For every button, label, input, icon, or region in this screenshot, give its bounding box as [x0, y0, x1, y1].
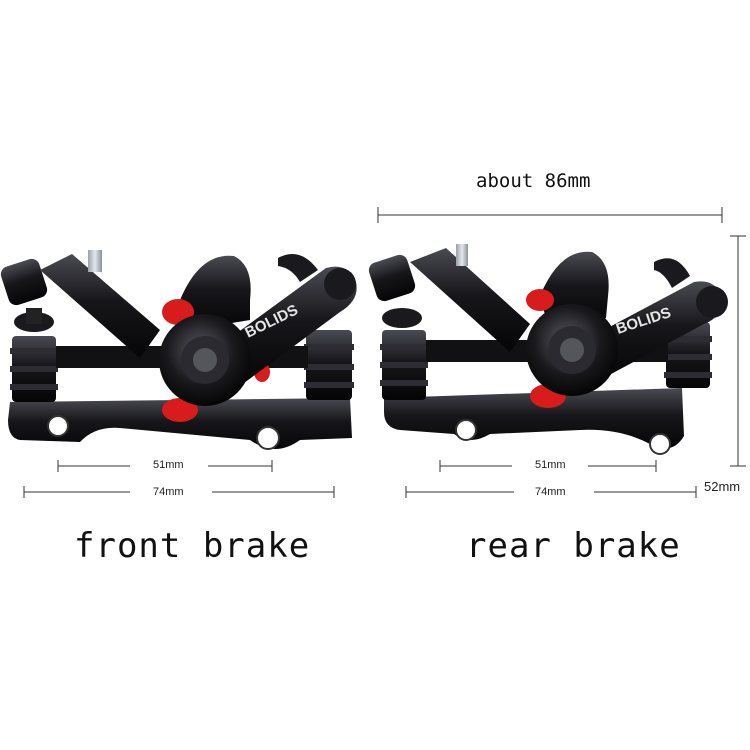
rear-brake-caption: rear brake: [466, 526, 681, 566]
rear-bolt-hole-right: [649, 433, 671, 455]
rear-dim-outer-label: 74mm: [535, 486, 566, 498]
dimension-lines: [23, 207, 746, 498]
front-dim-outer-label: 74mm: [153, 486, 184, 498]
front-bolt-hole-left: [47, 415, 69, 437]
front-bolt-hole-right: [256, 426, 280, 450]
front-dim-inner-label: 51mm: [153, 459, 184, 471]
rear-brake-caliper: BOLIDS: [368, 244, 728, 455]
width-dimension-label: about 86mm: [476, 170, 591, 192]
rear-dim-inner-label: 51mm: [535, 459, 566, 471]
front-brake-caliper: BOLIDS: [0, 250, 357, 450]
height-dimension-label: 52mm: [704, 479, 741, 494]
front-brake-caption: front brake: [74, 526, 311, 566]
rear-bolt-hole-left: [455, 419, 477, 441]
